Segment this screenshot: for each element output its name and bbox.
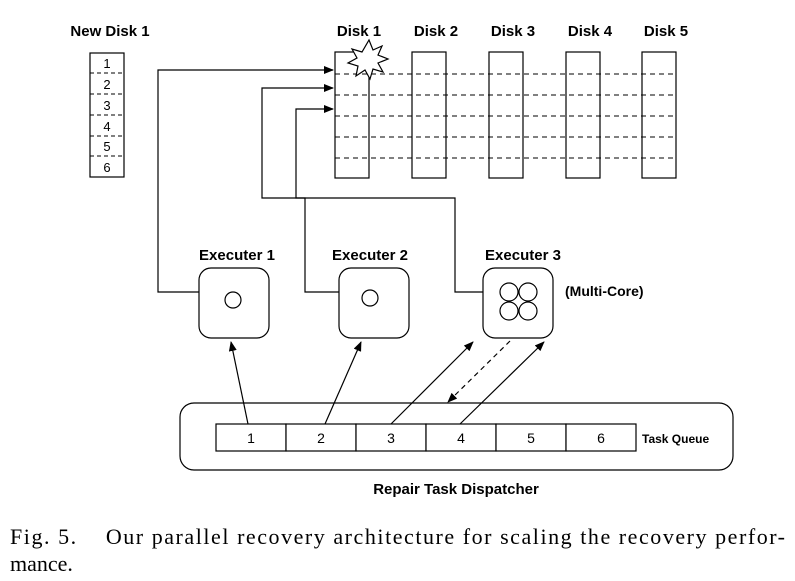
task-cell: 3 — [387, 430, 395, 446]
new-disk-slot: 3 — [103, 98, 110, 113]
new-disk-slot: 6 — [103, 160, 110, 175]
figure-caption-line-1: Fig. 5. Our parallel recovery architectu… — [10, 524, 785, 549]
task-cell: 5 — [527, 430, 535, 446]
new-disk-slot: 4 — [103, 119, 110, 134]
new-disk — [89, 52, 125, 178]
read-paths — [157, 66, 483, 293]
task-queue-label: Task Queue — [642, 432, 709, 446]
disk-array — [334, 51, 677, 179]
core-icon — [518, 282, 538, 302]
executer-2 — [338, 267, 410, 339]
executer-3 — [482, 267, 554, 339]
core-icon — [499, 282, 519, 302]
new-disk-label: New Disk 1 — [70, 23, 149, 40]
new-disk-slot: 1 — [103, 56, 110, 71]
stripe-lines — [335, 73, 677, 159]
core-icon — [361, 289, 379, 307]
new-disk-slot: 5 — [103, 139, 110, 154]
disk-label: Disk 5 — [644, 23, 688, 40]
dispatcher-label: Repair Task Dispatcher — [373, 481, 539, 498]
core-icon — [224, 291, 242, 309]
disk-label: Disk 4 — [568, 23, 613, 40]
executer-label: Executer 3 — [485, 247, 561, 264]
task-cell: 2 — [317, 430, 325, 446]
dispatch-arrows — [228, 340, 545, 425]
task-queue — [215, 423, 637, 452]
task-cell: 6 — [597, 430, 605, 446]
failure-burst-icon — [346, 38, 390, 81]
multi-core-label: (Multi-Core) — [565, 283, 644, 299]
disk-label: Disk 1 — [337, 23, 381, 40]
task-cell: 1 — [247, 430, 255, 446]
task-cell: 4 — [457, 430, 465, 446]
executer-1 — [198, 267, 270, 339]
executer-label: Executer 2 — [332, 247, 408, 264]
core-icon — [499, 301, 519, 321]
new-disk-slot: 2 — [103, 77, 110, 92]
executer-label: Executer 1 — [199, 247, 275, 264]
core-icon — [518, 301, 538, 321]
disk-label: Disk 2 — [414, 23, 458, 40]
figure-caption-line-2: mance. — [10, 551, 73, 576]
disk-label: Disk 3 — [491, 23, 535, 40]
